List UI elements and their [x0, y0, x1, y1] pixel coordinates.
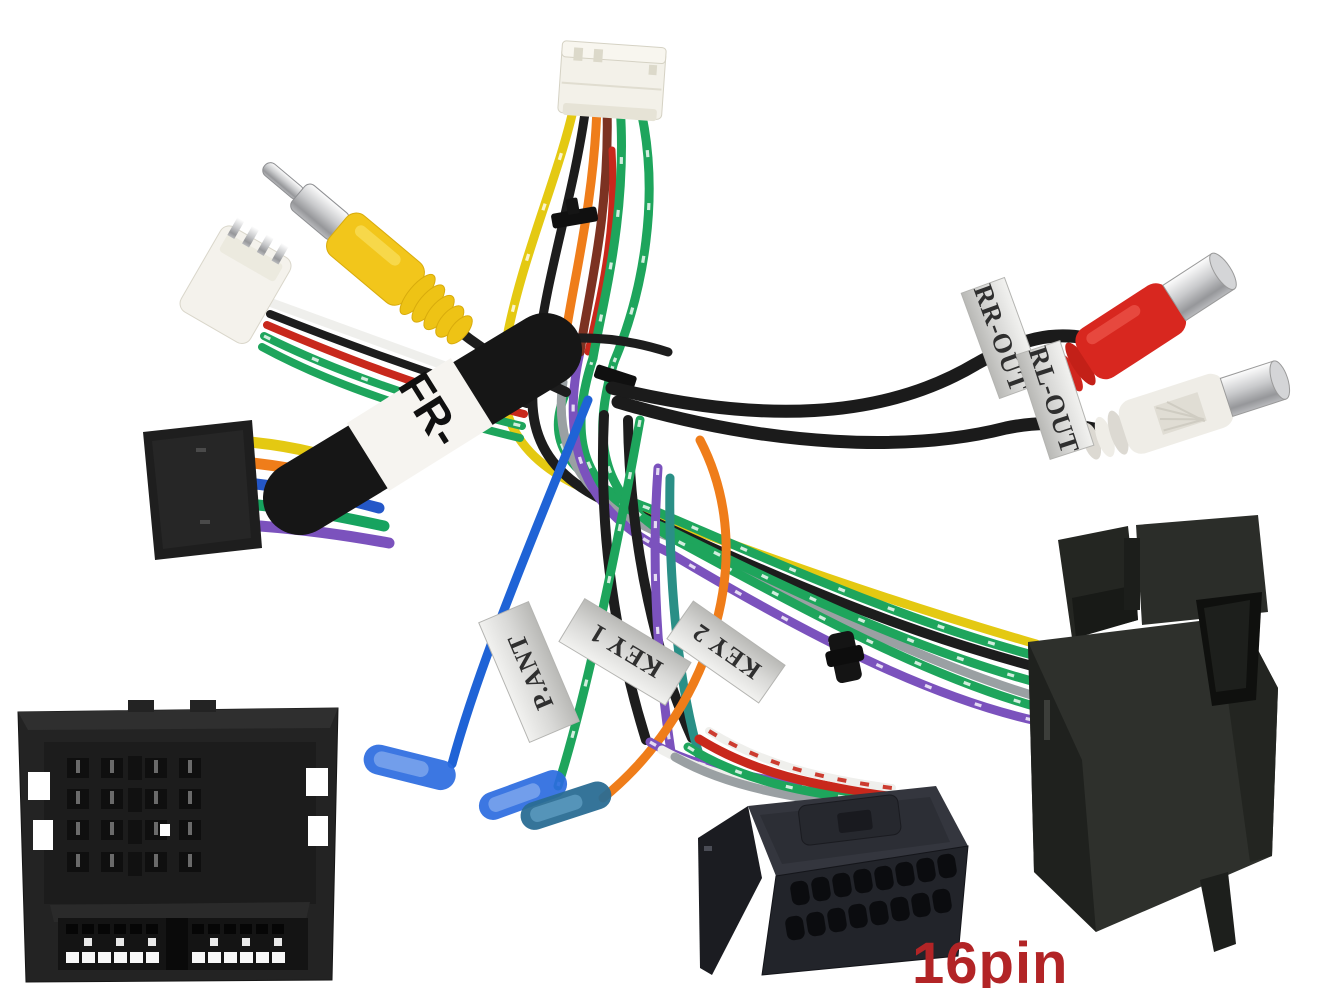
video-rca-plug — [262, 162, 473, 345]
p-ant-terminal — [363, 744, 456, 791]
cable-tie — [825, 630, 865, 684]
cable-tie — [593, 364, 637, 390]
speaker-ribbon-connector — [143, 420, 389, 560]
aux-plug — [179, 217, 292, 345]
pin-holes — [785, 853, 957, 941]
p-ant-tag: P.ANT — [478, 600, 580, 744]
quadlock-female-connector — [17, 700, 339, 983]
quadlock-male-connector — [1028, 515, 1278, 952]
caption-16pin: 16pin — [912, 931, 1069, 988]
headunit-16pin-plug — [698, 786, 969, 976]
latch — [798, 794, 902, 846]
key2-terminal — [520, 781, 612, 830]
aux-plug-wires — [262, 303, 668, 438]
rl-out-jack — [1081, 360, 1291, 460]
key1-terminal — [478, 770, 568, 820]
top-plug-wires — [505, 98, 649, 362]
pin-glints — [76, 760, 192, 867]
lower-pins — [66, 924, 285, 963]
cable-tie — [551, 197, 599, 229]
top-plug — [557, 40, 667, 122]
